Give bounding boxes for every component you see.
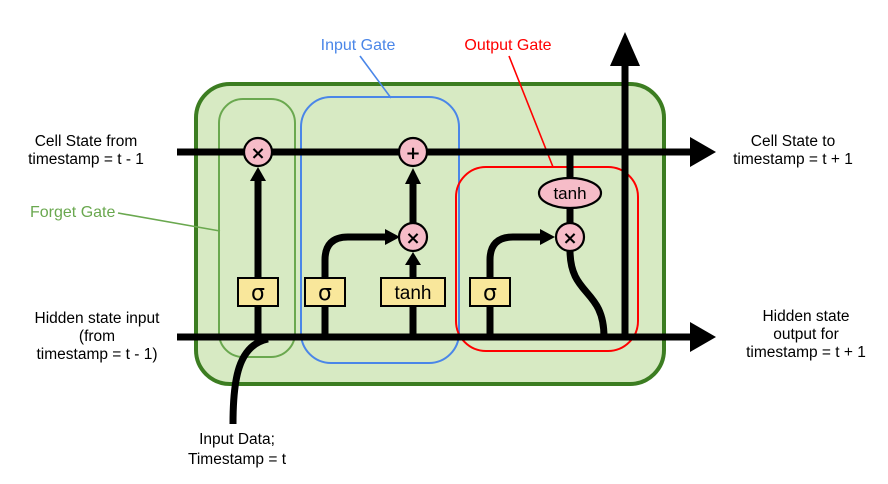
activation-boxes: σ σ tanh σ xyxy=(237,277,511,307)
output-arrowhead xyxy=(610,32,640,66)
cell-add-symbol: + xyxy=(405,143,420,164)
output-tanh-ellipse xyxy=(537,176,603,210)
output-gate-label: Output Gate xyxy=(464,37,551,54)
input-sigma-label: σ xyxy=(318,281,332,306)
diagram-labels: Forget Gate Input Gate Output Gate Cell … xyxy=(28,37,866,468)
hidden-state-input-line1: Hidden state input xyxy=(35,310,161,327)
output-sigma-box xyxy=(469,277,511,307)
output-tanh-label: tanh xyxy=(553,184,586,203)
forget-sigma-label: σ xyxy=(251,281,265,306)
forget-gate-label: Forget Gate xyxy=(30,204,115,221)
input-multiply-symbol: × xyxy=(405,228,420,249)
output-sigma-to-multiply-path xyxy=(486,233,541,282)
cell-state-from-line2: timestamp = t - 1 xyxy=(28,151,144,168)
forget-sigma-box xyxy=(237,277,279,307)
forget-gate-pointer-line xyxy=(117,212,221,232)
output-gate-outline xyxy=(455,166,639,352)
output-multiply-to-hidden-path xyxy=(566,249,608,338)
output-multiply-op xyxy=(554,221,586,253)
forget-multiply-symbol: × xyxy=(250,143,265,164)
candidate-tanh-box xyxy=(380,277,446,307)
input-data-label-line2: Timestamp = t xyxy=(188,451,287,468)
lstm-cell-body xyxy=(194,82,666,386)
cell-state-to-line1: Cell State to xyxy=(751,133,835,150)
cell-state-from-line1: Cell State from xyxy=(35,133,138,150)
cell-state-arrowhead xyxy=(690,137,716,167)
input-sigma-to-multiply-arrowhead xyxy=(385,229,400,245)
hidden-state-output-line1: Hidden state xyxy=(762,308,849,325)
forget-multiply-op xyxy=(242,136,274,168)
forget-gate-outline xyxy=(218,98,296,358)
input-multiply-op xyxy=(397,221,429,253)
hidden-state-output-line3: timestamp = t + 1 xyxy=(746,344,866,361)
hidden-state-arrowhead xyxy=(690,322,716,352)
output-sigma-to-multiply-arrowhead xyxy=(540,229,555,245)
output-sigma-label: σ xyxy=(483,281,497,306)
input-sigma-to-multiply-path xyxy=(321,233,386,282)
forget-multiply-arrowhead xyxy=(250,167,266,181)
input-data-label-line1: Input Data; xyxy=(199,431,275,448)
candidate-tanh-label: tanh xyxy=(395,283,432,304)
hidden-state-output-line2: output for xyxy=(773,326,839,343)
output-multiply-symbol: × xyxy=(562,228,577,249)
hidden-state-input-line2: (from xyxy=(79,328,115,345)
operation-nodes: × + × tanh × xyxy=(242,136,603,253)
cell-add-op xyxy=(397,136,429,168)
input-gate-outline xyxy=(300,96,460,364)
input-sigma-box xyxy=(304,277,346,307)
input-gate-label: Input Gate xyxy=(321,37,396,54)
input-data-path xyxy=(229,335,269,425)
candidate-to-multiply-arrowhead xyxy=(405,252,421,265)
multiply-to-add-arrowhead xyxy=(405,168,421,184)
input-gate-pointer-line xyxy=(359,55,392,99)
cell-state-to-line2: timestamp = t + 1 xyxy=(733,151,853,168)
hidden-state-input-line3: timestamp = t - 1) xyxy=(36,346,157,363)
